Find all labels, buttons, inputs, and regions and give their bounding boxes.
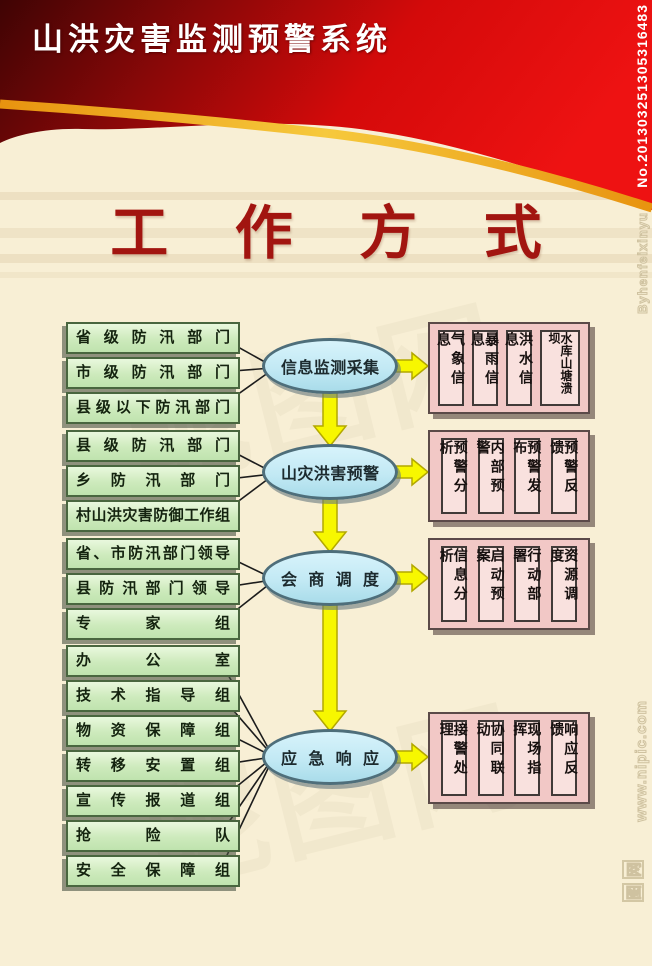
output-box: 现场指挥 (512, 720, 543, 796)
header-swoosh-graphic (0, 0, 652, 213)
background-stripe (0, 192, 652, 200)
input-box: 抢险队 (66, 820, 240, 852)
background-stripe (0, 272, 652, 278)
site-logo-glyph: 图 (622, 882, 644, 902)
output-label: 协同联动 (475, 722, 506, 779)
input-box: 办公室 (66, 645, 240, 677)
output-group-response: 接警处理 协同联动 现场指挥 响应反馈 (428, 712, 590, 804)
stage-ellipse-response: 应急响应 (262, 729, 398, 785)
stage-label: 山灾洪害预警 (281, 466, 379, 483)
output-box: 水库山塘溃坝 (540, 330, 580, 406)
watermark-site-url: www.nipic.com (633, 700, 651, 823)
arrow-stage2-stage3 (312, 497, 348, 554)
output-box: 预警分析 (438, 438, 469, 514)
input-box: 安全保障组 (66, 855, 240, 887)
output-label: 接警处理 (438, 722, 469, 779)
stage-label: 信息监测采集 (281, 360, 379, 377)
output-box: 洪水信息 (504, 330, 534, 406)
input-box: 乡防汛部门 (66, 465, 240, 497)
input-box: 转移安置组 (66, 750, 240, 782)
background-stripe (0, 228, 652, 238)
output-group-consultation: 信息分析 启动预案 行动部署 资源调度 (428, 538, 590, 630)
output-label: 启动预案 (475, 548, 506, 605)
input-box: 技术指导组 (66, 680, 240, 712)
output-box: 气象信息 (436, 330, 466, 406)
output-label: 水库山塘溃坝 (547, 332, 573, 395)
output-label: 预警反馈 (549, 440, 580, 497)
output-label: 现场指挥 (512, 722, 543, 779)
output-label: 气象信息 (436, 332, 466, 389)
arrow-stage2-outputs (395, 457, 430, 487)
stage-ellipse-warning: 山灾洪害预警 (262, 444, 398, 500)
watermark-author: Byhenfeixinyu (635, 212, 651, 315)
arrow-stage1-outputs (395, 351, 430, 381)
output-box: 信息分析 (438, 546, 469, 622)
output-label: 内部预警 (475, 440, 506, 497)
background-stripe (0, 254, 652, 263)
stage-label: 会商调度 (281, 572, 379, 589)
output-box: 行动部署 (512, 546, 543, 622)
output-label: 预警分析 (438, 440, 469, 497)
output-label: 预警发布 (512, 440, 543, 497)
output-group-warning: 预警分析 内部预警 预警发布 预警反馈 (428, 430, 590, 522)
page-title: 工 作 方 式 (110, 201, 568, 266)
arrow-stage4-outputs (395, 742, 430, 772)
input-box: 省、市防汛部门领导 (66, 538, 240, 570)
input-box: 专家组 (66, 608, 240, 640)
input-box: 县级防汛部门 (66, 430, 240, 462)
header-banner: 山洪灾害监测预警系统 (0, 0, 652, 230)
output-box: 暴雨信息 (470, 330, 500, 406)
input-box: 县级以下防汛部门 (66, 392, 240, 424)
input-box: 市级防汛部门 (66, 357, 240, 389)
output-box: 预警反馈 (549, 438, 580, 514)
output-box: 接警处理 (438, 720, 469, 796)
output-box: 内部预警 (475, 438, 506, 514)
output-box: 协同联动 (475, 720, 506, 796)
output-label: 洪水信息 (504, 332, 534, 389)
output-label: 资源调度 (549, 548, 580, 605)
input-box: 县防汛部门领导 (66, 573, 240, 605)
input-box: 省级防汛部门 (66, 322, 240, 354)
site-logo: 图 网 (622, 859, 644, 902)
flow-arrows (312, 351, 430, 772)
stage-label: 应急响应 (281, 751, 379, 768)
output-label: 响应反馈 (549, 722, 580, 779)
site-logo-glyph: 网 (622, 859, 644, 879)
output-box: 资源调度 (549, 546, 580, 622)
output-box: 响应反馈 (549, 720, 580, 796)
output-label: 暴雨信息 (470, 332, 500, 389)
input-box: 村山洪灾害防御工作组 (66, 500, 240, 532)
input-box: 宣传报道组 (66, 785, 240, 817)
watermark-serial: No.201303251305316483 (634, 4, 650, 188)
input-box: 物资保障组 (66, 715, 240, 747)
output-label: 行动部署 (512, 548, 543, 605)
arrow-stage1-stage2 (312, 391, 348, 448)
system-title: 山洪灾害监测预警系统 (32, 22, 392, 57)
output-box: 启动预案 (475, 546, 506, 622)
arrow-stage3-stage4 (312, 603, 348, 733)
arrow-stage3-outputs (395, 563, 430, 593)
output-label: 信息分析 (438, 548, 469, 605)
output-group-monitoring: 气象信息 暴雨信息 洪水信息 水库山塘溃坝 (428, 322, 590, 414)
output-box: 预警发布 (512, 438, 543, 514)
stage-ellipse-consultation: 会商调度 (262, 550, 398, 606)
stage-ellipse-monitoring: 信息监测采集 (262, 338, 398, 394)
